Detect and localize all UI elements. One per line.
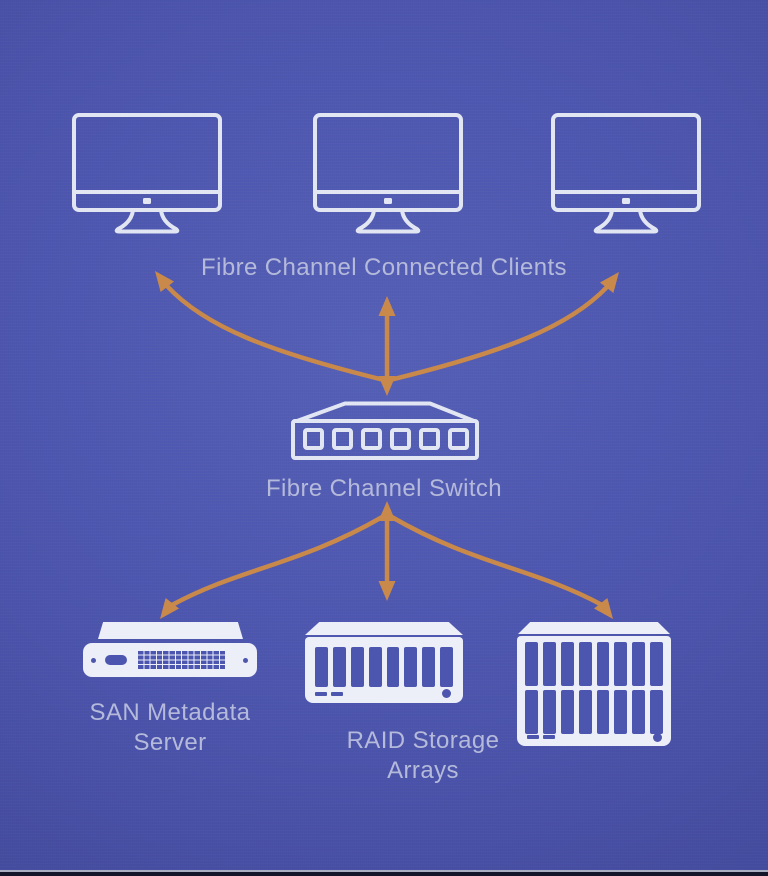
raid-lid <box>305 622 463 635</box>
client-monitor-icon <box>72 113 222 234</box>
server-vent-grid <box>137 650 225 670</box>
raid-tall-chassis <box>517 636 671 746</box>
fibre-channel-switch-icon <box>291 401 479 460</box>
arrow-switch-client-right <box>387 284 610 383</box>
raid-status-leds <box>315 692 343 696</box>
raid-tall-lid <box>518 622 670 634</box>
raid-array-icon <box>305 622 463 703</box>
raid-chassis <box>305 637 463 703</box>
raid-array-tall-icon <box>517 622 671 746</box>
arrow-switch-server-left <box>169 513 387 608</box>
raid-tall-status-leds <box>527 735 555 739</box>
raid-label: RAID Storage Arrays <box>313 726 533 786</box>
raid-power-button <box>442 689 451 698</box>
client-monitor-icon <box>313 113 463 234</box>
arrowhead-down-middle <box>378 581 396 601</box>
server-screw-right <box>243 658 248 663</box>
server-lid <box>98 622 243 639</box>
arrow-switch-raidtall-right <box>387 513 605 608</box>
video-frame-bottom-edge <box>0 870 768 876</box>
server-label-line1: SAN Metadata <box>89 699 251 726</box>
server-drive-slot <box>105 655 127 665</box>
server-chassis <box>83 643 257 677</box>
server-label-line2: Server <box>133 729 207 756</box>
arrowhead-up-middle <box>378 296 396 316</box>
raid-label-line2: Arrays <box>387 757 459 784</box>
raid-tall-drive-slots-row1 <box>525 642 663 686</box>
arrowhead-down-to-switch <box>378 376 396 396</box>
server-label: SAN Metadata Server <box>83 698 257 758</box>
arrowhead-down-left <box>160 598 180 619</box>
clients-label: Fibre Channel Connected Clients <box>201 254 567 281</box>
raid-tall-power-button <box>653 733 662 742</box>
raid-tall-drive-slots-row2 <box>525 690 663 734</box>
raid-label-line1: RAID Storage <box>346 727 500 754</box>
arrowhead-down-right <box>593 598 613 619</box>
arrowhead-up-to-switch <box>378 501 396 521</box>
raid-drive-slots <box>315 647 453 687</box>
san-metadata-server-icon <box>83 622 257 678</box>
client-monitor-icon <box>551 113 701 234</box>
server-screw-left <box>91 658 96 663</box>
switch-label: Fibre Channel Switch <box>265 475 503 502</box>
arrow-switch-client-left <box>164 283 387 383</box>
